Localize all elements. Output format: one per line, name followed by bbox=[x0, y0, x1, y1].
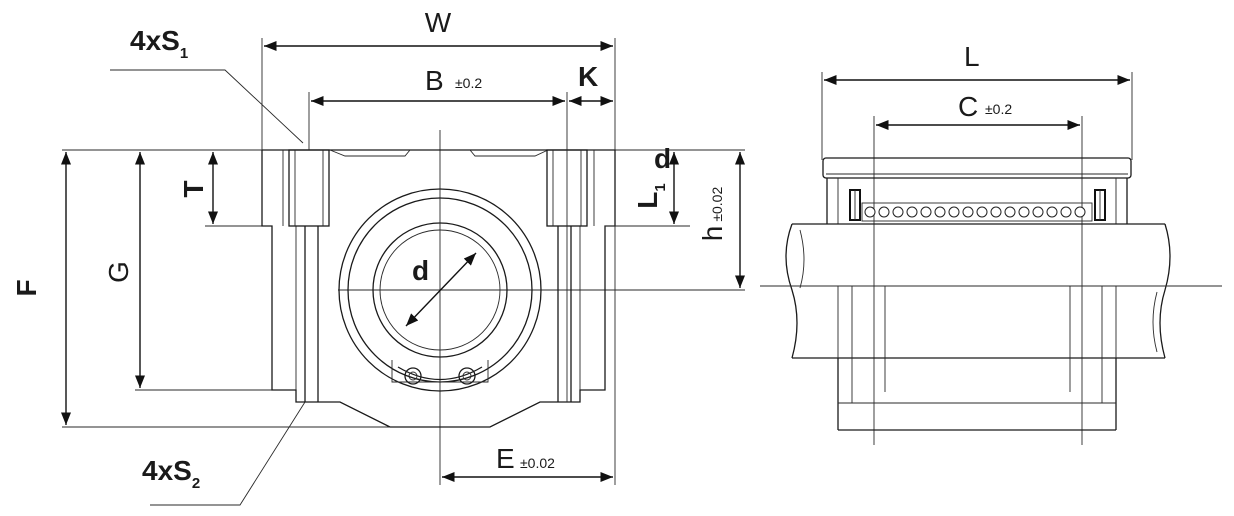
c-label: C bbox=[958, 91, 978, 122]
shaft bbox=[785, 223, 1171, 359]
lower-housing bbox=[837, 286, 1117, 431]
c-tolerance: ±0.2 bbox=[985, 101, 1012, 117]
k-label: K bbox=[578, 61, 598, 92]
t-label: T bbox=[178, 180, 209, 197]
e-label: E bbox=[496, 443, 515, 474]
h-label: h±0.02 bbox=[697, 187, 728, 242]
e-tolerance: ±0.02 bbox=[520, 455, 555, 471]
b-label: B bbox=[425, 65, 444, 96]
f-label: F bbox=[11, 279, 42, 296]
w-label: W bbox=[425, 7, 452, 38]
bore-d-label: d bbox=[412, 255, 429, 286]
d-top-label: d bbox=[654, 143, 671, 174]
g-label: G bbox=[103, 261, 134, 283]
housing-top-cap bbox=[822, 157, 1132, 179]
l-label: L bbox=[964, 41, 980, 72]
seal-left bbox=[849, 189, 861, 221]
block-body-outline bbox=[261, 149, 616, 428]
s1-label: 4xS1 bbox=[130, 25, 188, 62]
side-view: L C ±0.2 bbox=[760, 41, 1222, 445]
s2-leader-line bbox=[150, 401, 306, 506]
s1-leader-line bbox=[110, 69, 304, 144]
ball-row bbox=[861, 202, 1093, 222]
s2-label: 4xS2 bbox=[142, 455, 200, 492]
seal-right bbox=[1094, 189, 1106, 221]
l1-label: L1 bbox=[632, 183, 669, 208]
left-screw-hole bbox=[288, 149, 330, 402]
front-view: W B ±0.2 K 4xS1 4xS2 T G F L1 d h±0.02 bbox=[11, 7, 746, 506]
b-tolerance: ±0.2 bbox=[455, 75, 482, 91]
bore-diameter-line bbox=[405, 252, 477, 327]
bearing-housing bbox=[338, 188, 542, 392]
